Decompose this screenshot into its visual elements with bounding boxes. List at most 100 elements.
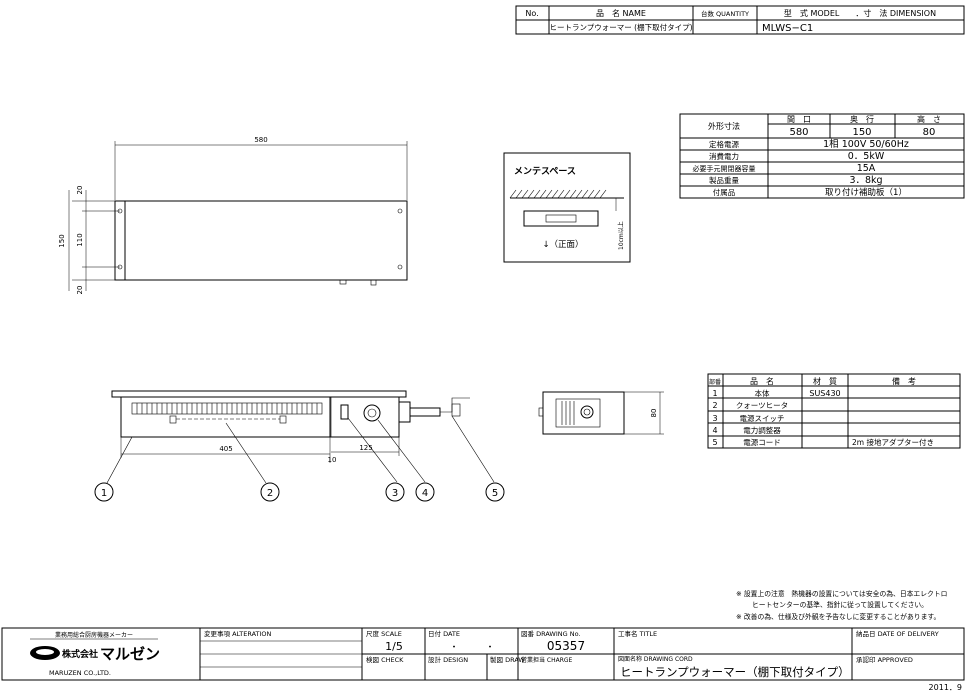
parts-cell: 電源コード — [743, 438, 781, 447]
callout-3 — [385, 482, 405, 502]
scale-value: 1/5 — [385, 640, 403, 653]
draw-label: 製図 DRAW — [490, 655, 525, 664]
dim-top-offset: 20 — [76, 186, 84, 195]
callout-2 — [260, 482, 280, 502]
power-switch — [340, 404, 349, 420]
note-line-3: ※ 改善の為、仕様及び外観を予告なしに変更することがあります。 — [736, 612, 940, 621]
clearance-label: 10cm以上 — [617, 221, 625, 250]
callout-1 — [94, 482, 114, 502]
front-label: ↓（正面） — [542, 239, 583, 250]
callout-label: 5 — [492, 488, 498, 499]
top-view: 580 150 110 20 20 — [58, 136, 408, 295]
delivery-label: 納品日 DATE OF DELIVERY — [856, 629, 939, 638]
power-regulator-knob — [363, 404, 381, 422]
front-view: 405 125 10 — [111, 390, 470, 464]
parts-cell: 本体 — [755, 388, 770, 398]
col-depth-label: 奥 行 — [850, 114, 874, 124]
header-table: No. 品 名 NAME 台数 QUANTITY 型 式 MODEL ．寸 法 … — [515, 5, 965, 35]
drawing-cord-label: 図面名称 DRAWING CORD — [618, 655, 693, 663]
date-label: 日付 DATE — [428, 629, 460, 638]
dim-mid: 110 — [76, 233, 84, 246]
spec-width-value: 580 — [789, 127, 808, 138]
callouts: 1 2 3 4 5 — [94, 415, 505, 502]
spec-row-value: 15A — [857, 163, 876, 174]
company-prefix: 株式会社 — [62, 648, 98, 660]
spec-row-label: 消費電力 — [709, 151, 739, 161]
spec-row-label: 必要手元開閉器容量 — [693, 164, 756, 173]
parts-cell: クォーツヒータ — [736, 401, 788, 410]
dim-side-height: 80 — [650, 409, 658, 418]
header-no-label: No. — [525, 9, 538, 18]
callout-label: 2 — [267, 488, 273, 499]
charge-label: 営業担当 CHARGE — [521, 656, 573, 664]
company-tag: 業務用総合厨房機器メーカー — [55, 631, 133, 639]
spec-depth-value: 150 — [852, 127, 871, 138]
spec-row-label: 定格電源 — [709, 139, 739, 149]
design-label: 設計 DESIGN — [428, 655, 468, 664]
spec-row-value: 0．5kW — [848, 151, 885, 162]
parts-cell: 電力調整器 — [743, 425, 781, 435]
spec-height-value: 80 — [923, 127, 936, 138]
approved-label: 承認印 APPROVED — [856, 655, 913, 664]
heater-vent-slots — [131, 402, 323, 415]
dim-control-width: 125 — [359, 444, 372, 452]
header-quantity-label: 台数 QUANTITY — [701, 9, 749, 18]
maruzen-logo: 株式会社 マルゼン — [30, 645, 160, 663]
parts-cell: 3 — [712, 414, 717, 423]
drawing-no-label: 図番 DRAWING No. — [521, 630, 581, 638]
parts-header: 品 名 — [750, 376, 774, 386]
revision-year: 2011．9 — [929, 683, 962, 692]
parts-header: 備 考 — [892, 376, 916, 386]
parts-header: 材 質 — [813, 376, 837, 386]
header-name-label: 品 名 NAME — [596, 8, 646, 18]
model-number: MLWS−C1 — [762, 23, 813, 34]
spec-row-value: 3．8kg — [849, 175, 882, 186]
parts-cell: 1 — [712, 389, 717, 398]
spec-row-label: 製品重量 — [709, 175, 739, 185]
check-label: 検図 CHECK — [366, 655, 404, 664]
col-height-label: 高 さ — [917, 114, 941, 124]
spec-row-value: 取り付け補助板（1） — [825, 187, 907, 198]
parts-cell: 4 — [712, 426, 717, 435]
callout-label: 1 — [101, 488, 107, 499]
maintenance-title: メンテスペース — [514, 166, 576, 177]
parts-cell: SUS430 — [809, 389, 840, 398]
outer-size-label: 外形寸法 — [708, 121, 740, 131]
parts-cell: 5 — [712, 438, 717, 447]
product-name: ヒートランプウォーマー (棚下取付タイプ) — [549, 22, 692, 32]
scale-label: 尺度 SCALE — [366, 629, 402, 638]
col-width-label: 間 口 — [787, 115, 811, 124]
parts-cell: 電源スイッチ — [740, 414, 785, 423]
notes: ※ 設置上の注意 熱機器の設置については安全の為、日本エレクトロ ヒートセンター… — [736, 589, 947, 621]
callout-4 — [415, 482, 435, 502]
callout-5 — [485, 482, 505, 502]
alteration-label: 変更事項 ALTERATION — [204, 629, 272, 638]
dim-bottom-offset: 20 — [76, 286, 84, 295]
spec-table: 外形寸法 間 口 奥 行 高 さ 580 150 80 定格電源 1相 100V… — [679, 113, 965, 199]
title-block: 業務用総合厨房機器メーカー 株式会社 マルゼン MARUZEN CO.,LTD.… — [1, 627, 965, 681]
maintenance-space-diagram: メンテスペース 10cm以上 ↓（正面） — [503, 152, 631, 263]
dim-height-total: 150 — [58, 234, 66, 247]
callout-label: 3 — [392, 488, 398, 499]
parts-table: 部番 品 名 材 質 備 考 1 本体 SUS430 2 クォーツヒータ 3 電… — [707, 373, 961, 449]
dim-heater-length: 405 — [219, 445, 232, 453]
header-model-label: 型 式 MODEL ．寸 法 DIMENSION — [784, 8, 936, 18]
side-view: 80 — [538, 391, 664, 435]
date-value: ・ ・ — [449, 643, 494, 653]
dim-gap: 10 — [328, 456, 337, 464]
parts-cell: 2 — [712, 401, 717, 410]
company-name: マルゼン — [100, 645, 160, 663]
parts-cell: 2m 接地アダプター付き — [852, 437, 934, 447]
parts-header: 部番 — [709, 378, 721, 386]
company-english-name: MARUZEN CO.,LTD. — [49, 669, 111, 677]
drawing-number: 05357 — [547, 639, 585, 653]
note-line-2: ヒートセンターの基準、指針に従って設置してください。 — [752, 600, 928, 609]
callout-label: 4 — [422, 488, 428, 499]
drawing-name: ヒートランプウォーマー（棚下取付タイプ） — [620, 665, 850, 679]
spec-row-value: 1相 100V 50/60Hz — [823, 138, 909, 150]
note-line-1: ※ 設置上の注意 熱機器の設置については安全の為、日本エレクトロ — [736, 589, 947, 598]
dim-total-width: 580 — [254, 136, 267, 144]
title-label: 工事名 TITLE — [618, 629, 657, 638]
spec-row-label: 付属品 — [713, 187, 736, 197]
